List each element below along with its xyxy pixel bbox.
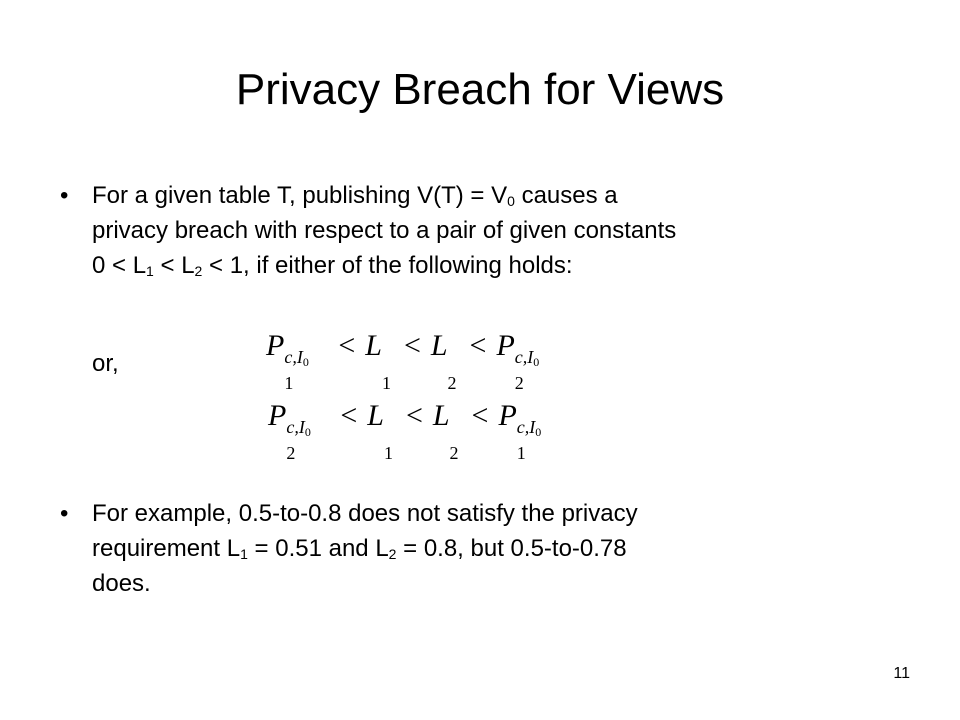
bullet-definition-text: For a given table T, publishing V(T) = V… [92, 178, 872, 283]
bullet-example-text: For example, 0.5-to-0.8 does not satisfy… [92, 496, 872, 601]
bullet-example-line-3: does. [92, 570, 151, 597]
bullet-definition-line-3: 0 < L1 < L2 < 1, if either of the follow… [92, 252, 573, 279]
bullet-example-line-2: requirement L1 = 0.51 and L2 = 0.8, but … [92, 535, 627, 562]
bullet-marker: • [60, 182, 69, 209]
bullet-marker: • [60, 500, 69, 527]
bullet-example-line-1: For example, 0.5-to-0.8 does not satisfy… [92, 500, 638, 527]
bullet-definition-line-2: privacy breach with respect to a pair of… [92, 217, 677, 244]
or-text: or, [92, 350, 119, 377]
page-number: 11 [893, 665, 910, 682]
bullet-definition-line-1: For a given table T, publishing V(T) = V… [92, 182, 618, 209]
slide-title: Privacy Breach for Views [235, 65, 725, 114]
